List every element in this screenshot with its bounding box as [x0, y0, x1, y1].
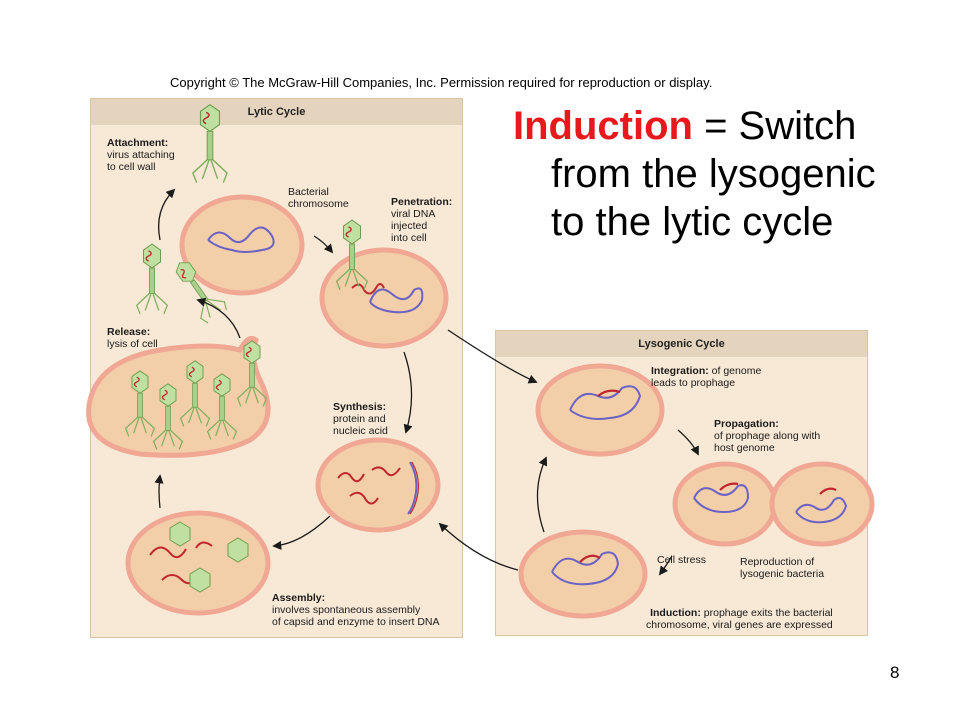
label-integration: Integration: of genome leads to prophage [651, 365, 762, 389]
label-penetration: Penetration: viral DNA injected into cel… [391, 196, 453, 244]
label-reproduction: Reproduction of lysogenic bacteria [740, 556, 825, 580]
arrow-integration-to-propagation [677, 429, 699, 456]
capsid-icon [227, 537, 249, 563]
label-assembly: Assembly: involves spontaneous assembly … [272, 592, 440, 628]
lysogenic-cycle-header: Lysogenic Cycle [496, 331, 867, 357]
label-bacterial-chromosome: Bacterial chromosome [288, 186, 349, 210]
lytic-cycle-header: Lytic Cycle [91, 99, 462, 125]
phage-attachment-icon [192, 103, 228, 184]
synthesis-host-dna [407, 461, 418, 515]
arrow-penetration-to-synthesis [403, 351, 413, 434]
slide-title: Induction = Switch from the lysogenic to… [513, 102, 953, 246]
prophage-integration-dna [569, 385, 642, 420]
lytic-cell-assembly [125, 510, 271, 616]
label-release: Release: lysis of cell [107, 326, 158, 350]
label-propagation: Propagation: of prophage along with host… [714, 418, 821, 454]
propagation-dna-left [693, 484, 750, 514]
lytic-cell-synthesis [315, 437, 441, 533]
arrow-top-to-penetration [313, 235, 334, 254]
capsid-icon [169, 521, 191, 547]
label-cell-stress: Cell stress [657, 554, 707, 566]
phage-free-icon [136, 243, 168, 315]
title-line-2: from the lysogenic [551, 152, 876, 196]
lytic-cell-chromosome [179, 194, 305, 296]
arrow-attach-to-top [157, 188, 176, 241]
lytic-cell-penetration [319, 247, 449, 349]
label-attachment: Attachment: virus attaching to cell wall [107, 137, 175, 173]
page-number: 8 [890, 663, 900, 682]
induction-dna [551, 551, 620, 586]
synthesis-dna-fragments [337, 466, 401, 505]
title-term: Induction [513, 104, 693, 148]
arrow-assembly-to-release [154, 474, 164, 509]
capsid-icon [189, 567, 211, 593]
copyright-notice: Copyright © The McGraw-Hill Companies, I… [170, 75, 713, 90]
lyso-cell-dividing-left [672, 461, 778, 547]
propagation-dna-right [795, 497, 848, 524]
arrow-induction-to-integration [536, 456, 548, 533]
title-line-3: to the lytic cycle [551, 200, 834, 244]
bacterial-chromosome-dna [207, 226, 275, 253]
title-rest: = Switch [692, 104, 857, 148]
viral-dna-penetration [351, 283, 385, 295]
arrow-induction-to-synthesis [438, 522, 519, 571]
lyso-cell-dividing-right [769, 461, 875, 547]
label-synthesis: Synthesis: protein and nucleic acid [333, 401, 388, 437]
label-induction: Induction: prophage exits the bacterial … [646, 607, 833, 631]
arrow-release-to-attach [196, 297, 241, 339]
arrow-penetration-to-lysogenic [447, 329, 538, 384]
host-dna-penetration [369, 287, 424, 314]
arrow-cell-stress [658, 555, 673, 576]
arrow-synthesis-to-assembly [272, 515, 331, 550]
lyso-cell-induction [518, 529, 648, 619]
lyso-cell-integration [535, 363, 665, 457]
